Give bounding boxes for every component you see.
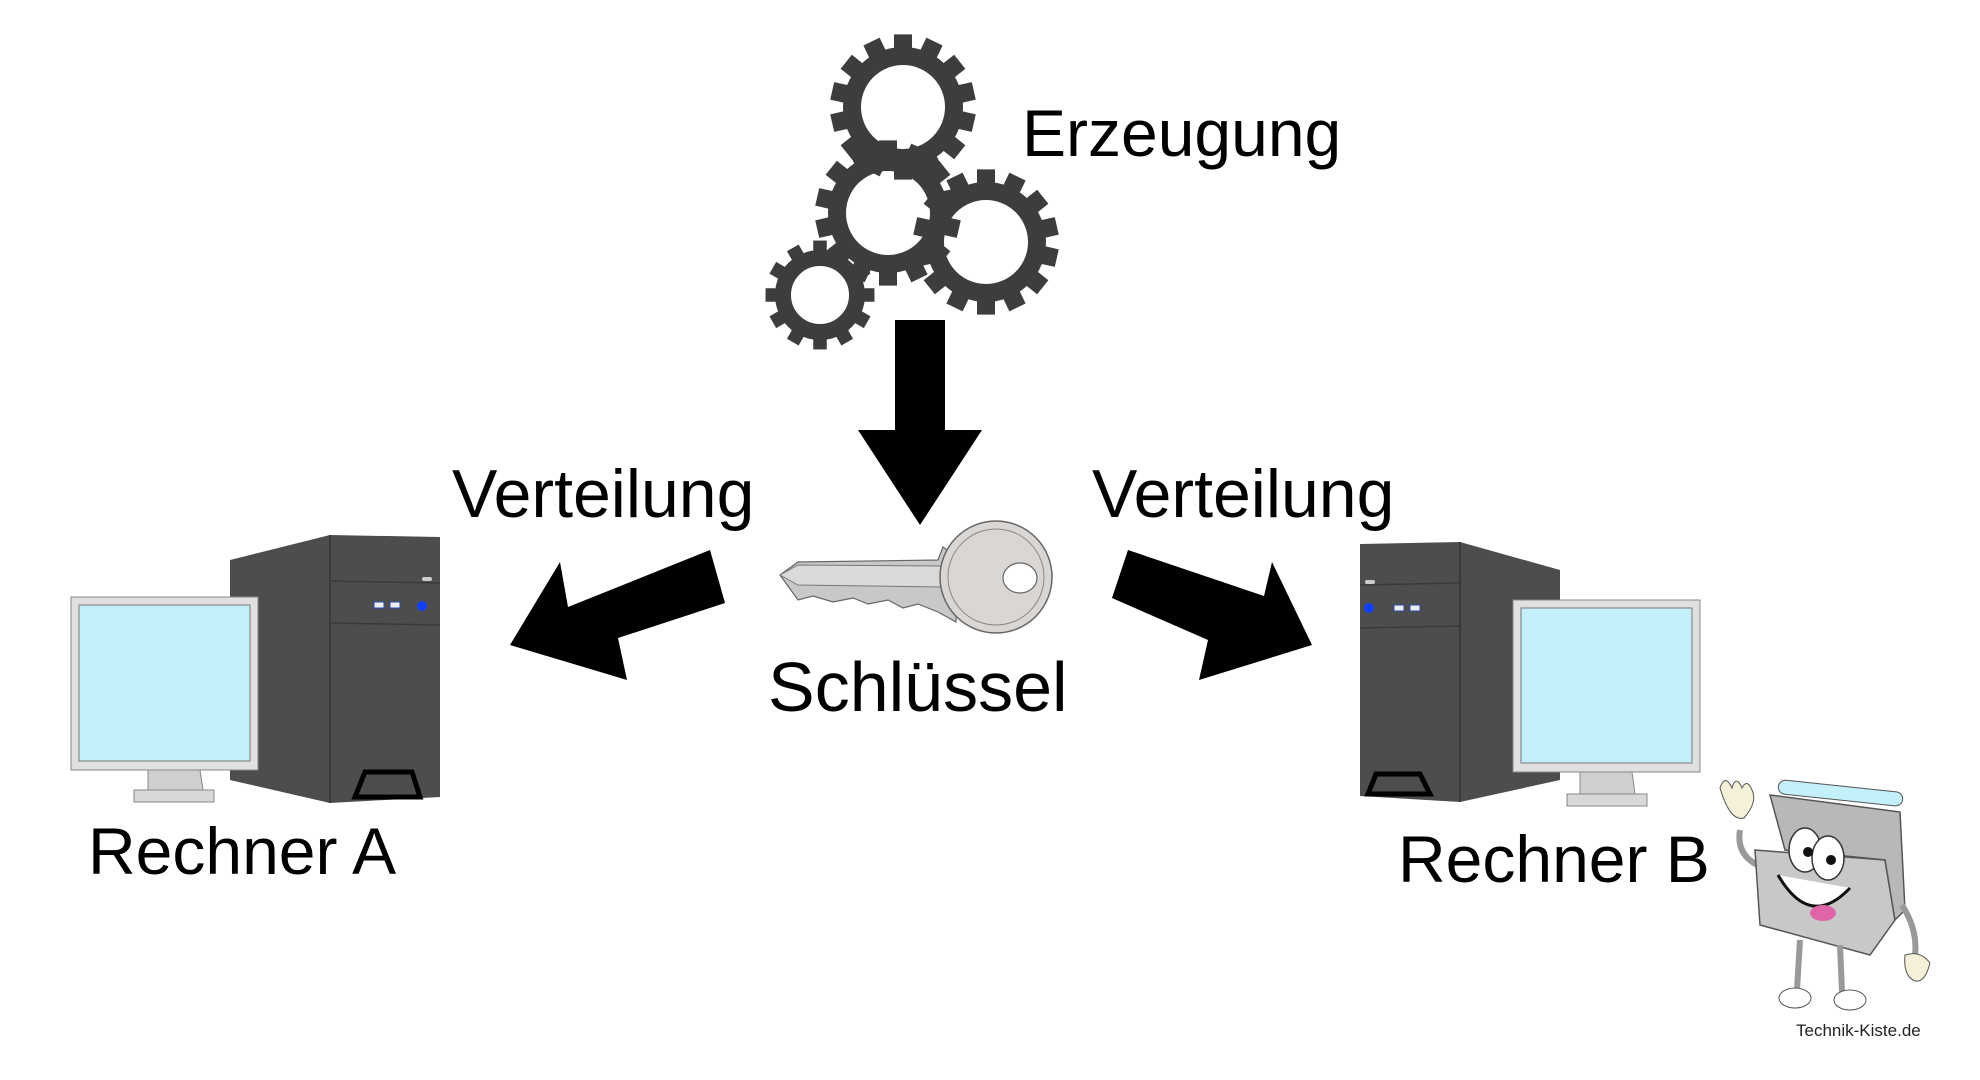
key-icon: [778, 520, 1053, 634]
arrow-to-computer-b: [1112, 550, 1312, 680]
watermark-text: Technik-Kiste.de: [1796, 1021, 1921, 1040]
gear-icon: [765, 240, 875, 350]
edge-label-left: Verteilung: [452, 456, 755, 532]
gear-icon: [913, 169, 1059, 315]
computer-b-icon: [1359, 542, 1701, 807]
key-label: Schlüssel: [768, 648, 1068, 726]
generation-label: Erzeugung: [1022, 96, 1342, 170]
toolbox-mascot-icon: [1719, 779, 1931, 1011]
edge-label-right: Verteilung: [1092, 456, 1395, 532]
arrow-down-to-key: [858, 320, 982, 525]
computer-a-icon: [70, 535, 441, 803]
computer-b-label: Rechner B: [1398, 822, 1710, 896]
arrow-to-computer-a: [510, 550, 725, 680]
gears-icon: [765, 34, 1059, 350]
computer-a-label: Rechner A: [88, 814, 397, 888]
